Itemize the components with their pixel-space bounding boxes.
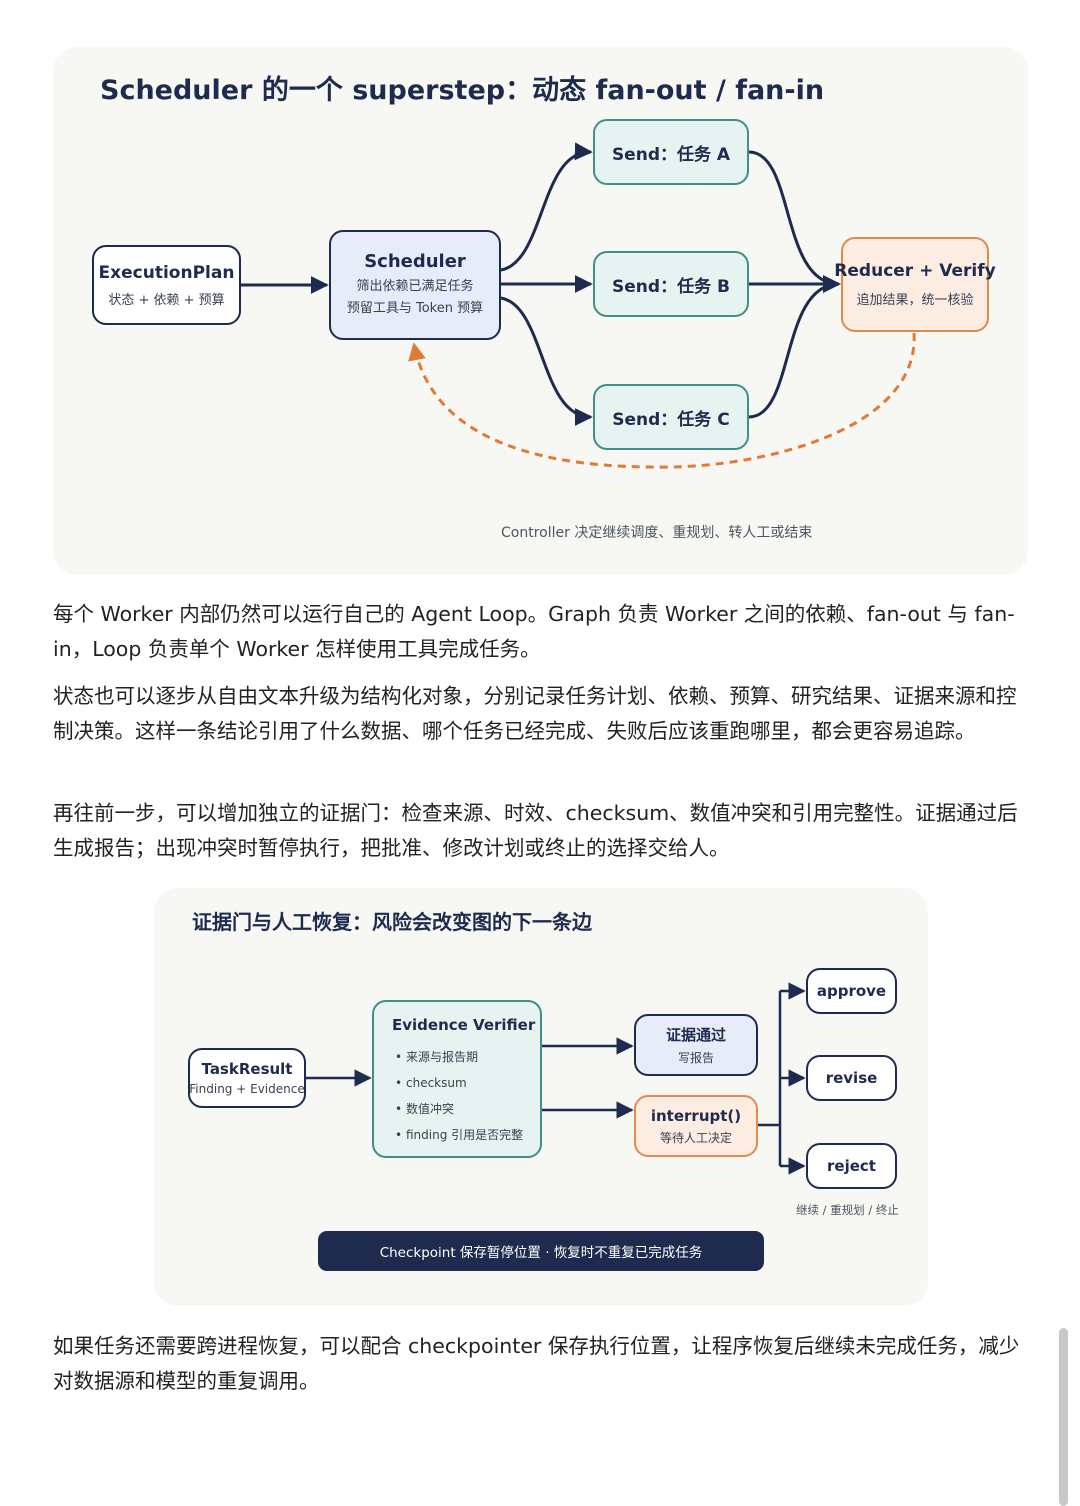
controller-caption: Controller 决定继续调度、重规划、转人工或结束	[501, 525, 813, 541]
page-scrollbar[interactable]	[1059, 1328, 1068, 1506]
node-send-c: Send：任务 C	[593, 384, 749, 450]
node-send-a: Send：任务 A	[593, 119, 749, 185]
node-scheduler: Scheduler 筛出依赖已满足任务 预留工具与 Token 预算	[329, 230, 501, 340]
diagram2-title: 证据门与人工恢复：风险会改变图的下一条边	[192, 910, 592, 934]
node-execution-plan: ExecutionPlan 状态 + 依赖 + 预算	[92, 245, 241, 325]
paragraph-1: 每个 Worker 内部仍然可以运行自己的 Agent Loop。Graph 负…	[53, 602, 1015, 661]
paragraph-2: 状态也可以逐步从自由文本升级为结构化对象，分别记录任务计划、依赖、预算、研究结果…	[53, 684, 1017, 743]
checkpoint-banner: Checkpoint 保存暂停位置 · 恢复时不重复已完成任务	[318, 1231, 764, 1271]
option-approve: approve	[806, 968, 897, 1014]
edge-scheduler-to-send-a	[500, 142, 593, 272]
node-reducer-verify: Reducer + Verify 追加结果，统一核验	[834, 237, 996, 332]
node-interrupt: interrupt() 等待人工决定	[634, 1095, 758, 1157]
evidence-pass-subtitle: 写报告	[677, 1051, 714, 1065]
options-caption: 继续 / 重规划 / 终止	[796, 1203, 899, 1217]
edge-controller-loop	[408, 332, 916, 469]
execution-plan-title: ExecutionPlan	[98, 262, 235, 283]
edge-scheduler-to-send-c	[500, 296, 593, 426]
reducer-title: Reducer + Verify	[834, 261, 996, 281]
execution-plan-subtitle: 状态 + 依赖 + 预算	[108, 292, 225, 308]
verifier-item: checksum	[392, 1070, 467, 1096]
node-evidence-pass: 证据通过 写报告	[634, 1014, 758, 1076]
verifier-item: 来源与报告期	[392, 1044, 478, 1070]
task-result-subtitle: Finding + Evidence	[189, 1082, 305, 1096]
option-revise-label: revise	[825, 1069, 878, 1087]
node-evidence-verifier: Evidence Verifier 来源与报告期 checksum 数值冲突 f…	[372, 1000, 542, 1158]
verifier-item: finding 引用是否完整	[392, 1122, 523, 1148]
task-result-title: TaskResult	[201, 1060, 293, 1078]
interrupt-subtitle: 等待人工决定	[659, 1130, 732, 1145]
option-reject: reject	[806, 1143, 897, 1189]
scheduler-line2: 预留工具与 Token 预算	[346, 300, 484, 316]
verifier-title: Evidence Verifier	[392, 1016, 536, 1034]
option-reject-label: reject	[827, 1157, 876, 1175]
verifier-item: 数值冲突	[392, 1096, 454, 1122]
scheduler-line1: 筛出依赖已满足任务	[356, 278, 474, 294]
node-task-result: TaskResult Finding + Evidence	[188, 1048, 306, 1108]
send-b-label: Send：任务 B	[612, 276, 730, 297]
closing-paragraph: 如果任务还需要跨进程恢复，可以配合 checkpointer 保存执行位置，让程…	[53, 1334, 1020, 1393]
interrupt-title: interrupt()	[650, 1106, 742, 1125]
send-a-label: Send：任务 A	[611, 144, 731, 165]
node-send-b: Send：任务 B	[593, 251, 749, 317]
edge-send-c-to-reducer	[748, 275, 841, 419]
paragraph-3: 再往前一步，可以增加独立的证据门：检查来源、时效、checksum、数值冲突和引…	[53, 801, 1018, 860]
edge-send-a-to-reducer	[748, 150, 841, 293]
reducer-subtitle: 追加结果，统一核验	[856, 293, 974, 308]
evidence-pass-title: 证据通过	[665, 1026, 726, 1044]
option-revise: revise	[806, 1055, 897, 1101]
diagram1-title: Scheduler 的一个 superstep：动态 fan-out / fan…	[100, 75, 825, 106]
send-c-label: Send：任务 C	[612, 409, 730, 430]
scheduler-title: Scheduler	[364, 250, 466, 272]
option-approve-label: approve	[816, 982, 887, 1000]
